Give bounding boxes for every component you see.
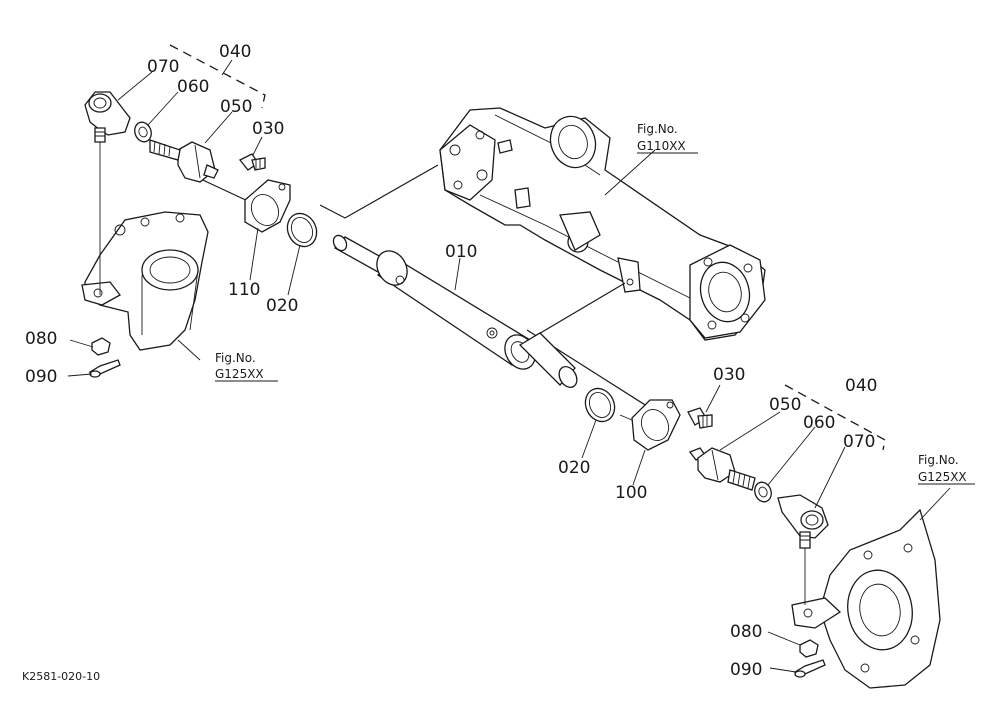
o-ring-right xyxy=(584,387,616,423)
label-060-right: 060 xyxy=(803,413,835,433)
label-020-right: 020 xyxy=(558,458,590,478)
label-070-right: 070 xyxy=(843,432,875,452)
label-090-right: 090 xyxy=(730,660,762,680)
label-020-left: 020 xyxy=(266,296,298,316)
label-060-left: 060 xyxy=(177,77,209,97)
fig-ref-code-axle: G110XX xyxy=(637,139,686,153)
label-080-right: 080 xyxy=(730,622,762,642)
label-090-left: 090 xyxy=(25,367,57,387)
fig-ref-label-left: Fig.No. xyxy=(215,351,256,365)
fig-ref-code-right: G125XX xyxy=(918,470,967,484)
fig-ref-code-left: G125XX xyxy=(215,367,264,381)
label-040-left: 040 xyxy=(219,42,251,62)
left-knuckle-housing xyxy=(81,211,209,351)
o-ring-left xyxy=(286,212,318,248)
label-050-left: 050 xyxy=(220,97,252,117)
cotter-pin-090-right xyxy=(793,659,826,678)
front-axle-housing xyxy=(439,107,766,341)
fig-ref-label-axle: Fig.No. xyxy=(637,122,678,136)
label-030-right: 030 xyxy=(713,365,745,385)
figure-code: K2581-020-10 xyxy=(22,670,100,683)
tie-rod-end-left xyxy=(84,91,219,183)
cylinder-assembly xyxy=(332,234,578,388)
group-bracket-040-right xyxy=(784,384,886,451)
fig-ref-label-right: Fig.No. xyxy=(918,453,959,467)
flange-100 xyxy=(619,399,681,451)
label-030-left: 030 xyxy=(252,119,284,139)
leader-lines xyxy=(67,59,951,673)
label-050-right: 050 xyxy=(769,395,801,415)
label-100: 100 xyxy=(615,483,647,503)
cotter-pin-090-left xyxy=(88,359,121,378)
label-070-left: 070 xyxy=(147,57,179,77)
label-010: 010 xyxy=(445,242,477,262)
group-bracket-040-left xyxy=(169,44,266,109)
nut-080-left xyxy=(91,337,111,356)
tie-rod-end-right xyxy=(688,447,829,549)
label-040-right: 040 xyxy=(845,376,877,396)
right-knuckle-housing xyxy=(791,508,941,689)
label-110: 110 xyxy=(228,280,260,300)
nut-080-right xyxy=(799,639,819,658)
fitting-030-right xyxy=(687,407,713,429)
fitting-030-left xyxy=(238,153,266,171)
label-080-left: 080 xyxy=(25,329,57,349)
flange-110 xyxy=(244,179,291,233)
